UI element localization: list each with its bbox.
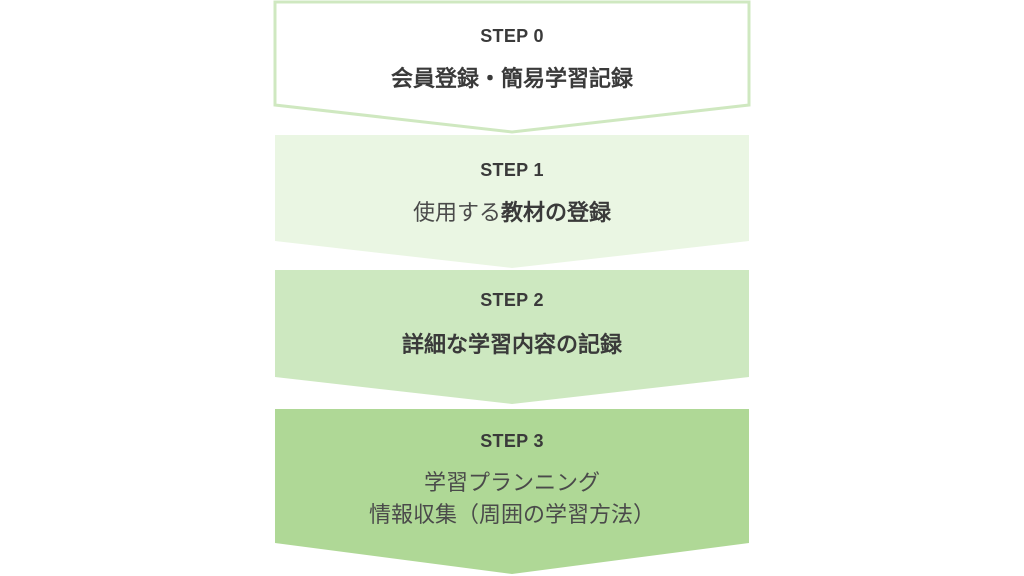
step-3-title-line2: 情報収集（周囲の学習方法） (368, 503, 655, 528)
step-3-chevron: STEP 3 学習プランニング 情報収集（周囲の学習方法） (273, 409, 751, 576)
step-1-title: 使用する教材の登録 (273, 199, 751, 229)
step-0-title: 会員登録・簡易学習記録 (390, 67, 633, 92)
step-2-title: 詳細な学習内容の記録 (401, 333, 622, 358)
step-3-label: STEP 3 (480, 431, 544, 451)
step-3-title-line1: 学習プランニング (423, 471, 600, 496)
step-1-label: STEP 1 (480, 160, 544, 180)
step-2-label: STEP 2 (480, 290, 544, 310)
step-0-shape (273, 0, 751, 134)
step-2-shape (275, 270, 749, 404)
step-1-title-bold: 教材の登録 (501, 201, 612, 226)
step-3-shape (275, 409, 749, 574)
step-1-shape (275, 135, 749, 268)
step-0-label: STEP 0 (480, 26, 544, 46)
step-1-title-normal: 使用する (412, 201, 501, 226)
step-2-chevron: STEP 2 詳細な学習内容の記録 (273, 270, 751, 404)
step-1-chevron: STEP 1 使用する教材の登録 (273, 135, 751, 269)
step-0-chevron: STEP 0 会員登録・簡易学習記録 (273, 0, 751, 135)
